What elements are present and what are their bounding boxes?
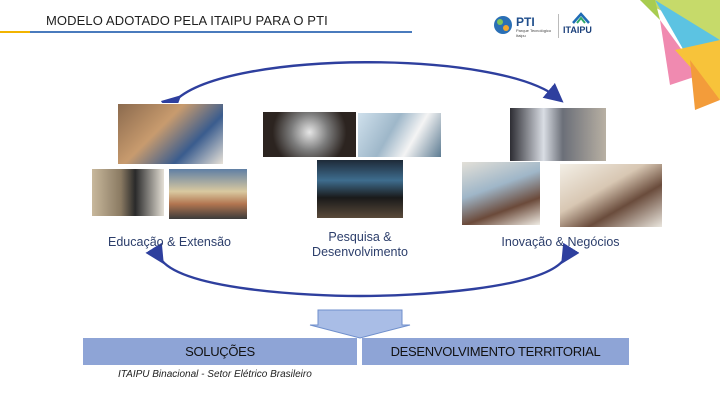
photo-turbine-research [262, 111, 357, 158]
solucoes-bar: SOLUÇÕES [83, 338, 357, 365]
pillar-label-pesquisa-line2: Desenvolvimento [312, 245, 408, 259]
footer-note: ITAIPU Binacional - Setor Elétrico Brasi… [118, 369, 312, 380]
photo-library-reading [91, 168, 165, 217]
pillar-label-pesquisa-line1: Pesquisa & [328, 230, 392, 244]
photo-coworking [461, 161, 541, 226]
photo-data-center [509, 107, 607, 162]
pillar-label-inovacao: Inovação & Negócios [501, 235, 620, 249]
itaipu-logo-text: ITAIPU [563, 25, 592, 35]
itaipu-logo: ITAIPU [563, 12, 599, 40]
pti-logo-subtitle: Parque Tecnológico Itaipu [516, 28, 552, 38]
pti-logo-icon [494, 16, 512, 34]
slide-title: MODELO ADOTADO PELA ITAIPU PARA O PTI [46, 13, 328, 28]
desenvolvimento-territorial-bar: DESENVOLVIMENTO TERRITORIAL [362, 338, 629, 365]
pillar-label-educacao: Educação & Extensão [108, 235, 231, 249]
pillar-label-pesquisa: Pesquisa & Desenvolvimento [290, 230, 430, 260]
decorative-corner-shapes [640, 0, 720, 110]
photo-classroom-students [117, 103, 224, 165]
photo-lecture-hall [168, 168, 248, 220]
funnel-arrow-icon [309, 309, 411, 339]
photo-control-room [316, 159, 404, 219]
itaipu-logo-icon [572, 12, 590, 24]
title-rule-accent [0, 31, 30, 33]
pti-logo: PTI Parque Tecnológico Itaipu [493, 13, 555, 39]
pti-logo-text: PTI [516, 15, 535, 29]
title-rule [30, 31, 412, 33]
logo-divider [558, 14, 559, 38]
photo-workshop-meeting [559, 163, 663, 228]
photo-laboratory [357, 112, 442, 158]
